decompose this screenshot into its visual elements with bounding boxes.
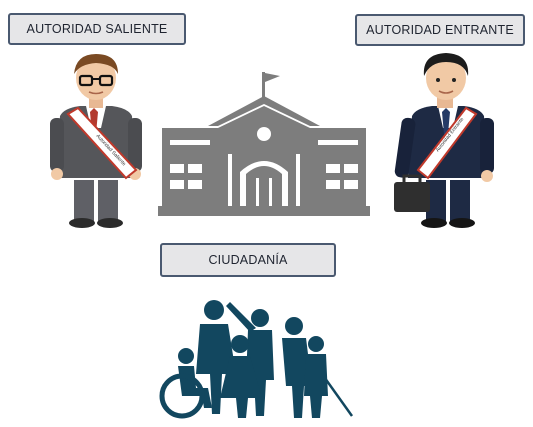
outgoing-authority-text: AUTORIDAD SALIENTE	[26, 22, 168, 36]
outgoing-authority-label: AUTORIDAD SALIENTE	[8, 13, 186, 45]
citizens-label: CIUDADANÍA	[160, 243, 336, 277]
outgoing-authority-figure: Autoridad Saliente	[50, 54, 142, 228]
briefcase-icon	[394, 182, 430, 212]
incoming-authority-text: AUTORIDAD ENTRANTE	[366, 23, 514, 37]
government-building-icon	[158, 72, 370, 216]
citizens-text: CIUDADANÍA	[208, 253, 288, 267]
citizens-group-icon	[159, 300, 354, 419]
incoming-authority-label: AUTORIDAD ENTRANTE	[355, 14, 525, 46]
incoming-authority-figure: Autoridad Entrante	[394, 53, 494, 228]
